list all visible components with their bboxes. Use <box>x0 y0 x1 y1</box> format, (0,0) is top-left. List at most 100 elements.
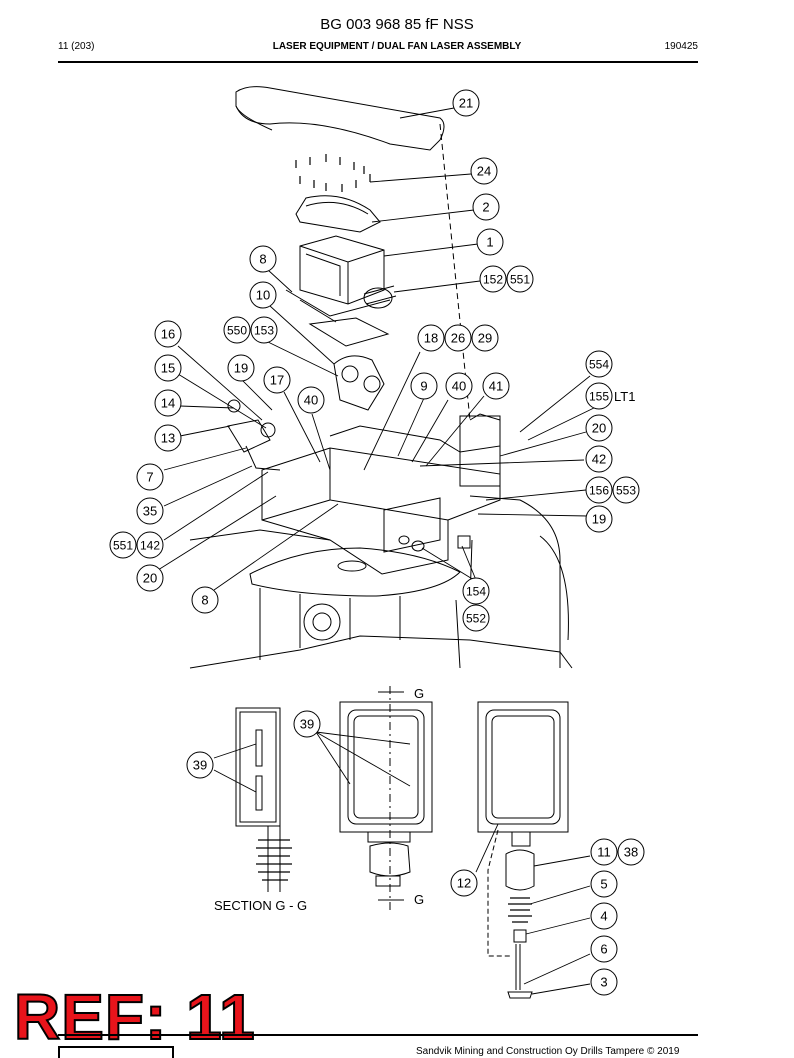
balloon-label: 1 <box>486 235 493 250</box>
company-logo <box>58 1046 174 1058</box>
callout-balloon: 26 <box>444 324 472 352</box>
page-number: 11 (203) <box>58 41 95 52</box>
document-date: 190425 <box>664 41 698 52</box>
balloon-circle <box>590 902 618 930</box>
balloon-label: 142 <box>140 539 160 553</box>
balloon-circle <box>191 586 219 614</box>
callout-balloon: 40 <box>297 386 325 414</box>
callout-balloon: 19 <box>227 354 255 382</box>
balloon-circle <box>136 463 164 491</box>
callout-balloon: 40 <box>445 372 473 400</box>
balloon-circle <box>476 228 504 256</box>
callout-balloon: 5 <box>590 870 618 898</box>
balloon-label: 152 <box>483 273 503 287</box>
balloon-label: 24 <box>477 164 491 179</box>
callout-balloon: 38 <box>617 838 645 866</box>
balloon-label: 19 <box>234 361 248 376</box>
item-label-lt1: LT1 <box>614 389 635 404</box>
balloon-label: 8 <box>259 252 266 267</box>
balloon-circle <box>450 869 478 897</box>
balloon-label: 18 <box>424 331 438 346</box>
balloon-label: 12 <box>457 876 471 891</box>
callout-balloon: 4 <box>590 902 618 930</box>
balloon-label: 20 <box>143 571 157 586</box>
balloon-label: 3 <box>600 975 607 990</box>
header-rule <box>58 61 698 63</box>
balloon-circle <box>590 968 618 996</box>
reference-stamp: REF: 11 <box>13 981 256 1053</box>
copyright-footer: Sandvik Mining and Construction Oy Drill… <box>416 1046 680 1057</box>
callout-balloon: 13 <box>154 424 182 452</box>
callout-balloon: 8 <box>191 586 219 614</box>
balloon-circle <box>297 386 325 414</box>
balloon-circle <box>154 354 182 382</box>
callout-balloon: 142 <box>136 531 164 559</box>
balloon-circle <box>590 838 618 866</box>
callout-balloon: 10 <box>249 281 277 309</box>
balloon-label: 551 <box>510 273 530 287</box>
balloon-circle <box>227 354 255 382</box>
callout-balloon: 153 <box>250 316 278 344</box>
balloon-circle <box>585 476 613 504</box>
callout-balloon: 156 <box>585 476 613 504</box>
balloon-label: 26 <box>451 331 465 346</box>
balloon-label: 7 <box>146 470 153 485</box>
balloon-label: 38 <box>624 845 638 860</box>
callout-balloon: 8 <box>249 245 277 273</box>
balloon-label: 4 <box>600 909 607 924</box>
callout-balloon: 16 <box>154 320 182 348</box>
balloon-circle <box>470 157 498 185</box>
balloon-label: 154 <box>466 585 486 599</box>
balloon-label: 35 <box>143 504 157 519</box>
balloon-label: 8 <box>201 593 208 608</box>
callout-balloon: 19 <box>585 505 613 533</box>
balloon-label: 11 <box>597 845 611 860</box>
balloon-label: 552 <box>466 612 486 626</box>
callout-balloon: 39 <box>293 710 321 738</box>
callout-balloon: 15 <box>154 354 182 382</box>
balloon-circle <box>417 324 445 352</box>
balloon-label: 155 <box>589 390 609 404</box>
balloon-circle <box>136 564 164 592</box>
balloon-circle <box>590 935 618 963</box>
balloon-label: 9 <box>420 379 427 394</box>
balloon-circle <box>250 316 278 344</box>
balloon-label: 550 <box>227 324 247 338</box>
callout-balloon: 550 <box>223 316 251 344</box>
callout-balloon: 3 <box>590 968 618 996</box>
balloon-circle <box>506 265 534 293</box>
balloon-label: 153 <box>254 324 274 338</box>
balloon-circle <box>479 265 507 293</box>
balloon-label: 39 <box>193 758 207 773</box>
callout-balloon: 20 <box>585 414 613 442</box>
balloon-label: 551 <box>113 539 133 553</box>
section-mark-g-top: G <box>414 686 424 701</box>
balloon-circle <box>585 350 613 378</box>
footer-rule <box>58 1034 698 1036</box>
balloon-circle <box>452 89 480 117</box>
balloon-circle <box>612 476 640 504</box>
balloon-circle <box>462 604 490 632</box>
balloon-label: 5 <box>600 877 607 892</box>
balloon-label: 553 <box>616 484 636 498</box>
balloon-circle <box>585 414 613 442</box>
callout-balloon: 24 <box>470 157 498 185</box>
balloon-label: 20 <box>592 421 606 436</box>
balloon-circle <box>263 366 291 394</box>
balloon-label: 17 <box>270 373 284 388</box>
callout-balloon: 9 <box>410 372 438 400</box>
balloon-circle <box>249 281 277 309</box>
balloon-circle <box>136 531 164 559</box>
balloon-label: 41 <box>489 379 503 394</box>
balloon-label: 16 <box>161 327 175 342</box>
callout-balloon: 35 <box>136 497 164 525</box>
balloon-label: 15 <box>161 361 175 376</box>
balloon-label: 10 <box>256 288 270 303</box>
balloon-label: 40 <box>304 393 318 408</box>
balloon-circle <box>472 193 500 221</box>
balloon-label: 42 <box>592 452 606 467</box>
callout-balloon: 551 <box>506 265 534 293</box>
balloon-circle <box>444 324 472 352</box>
callout-balloon: 12 <box>450 869 478 897</box>
